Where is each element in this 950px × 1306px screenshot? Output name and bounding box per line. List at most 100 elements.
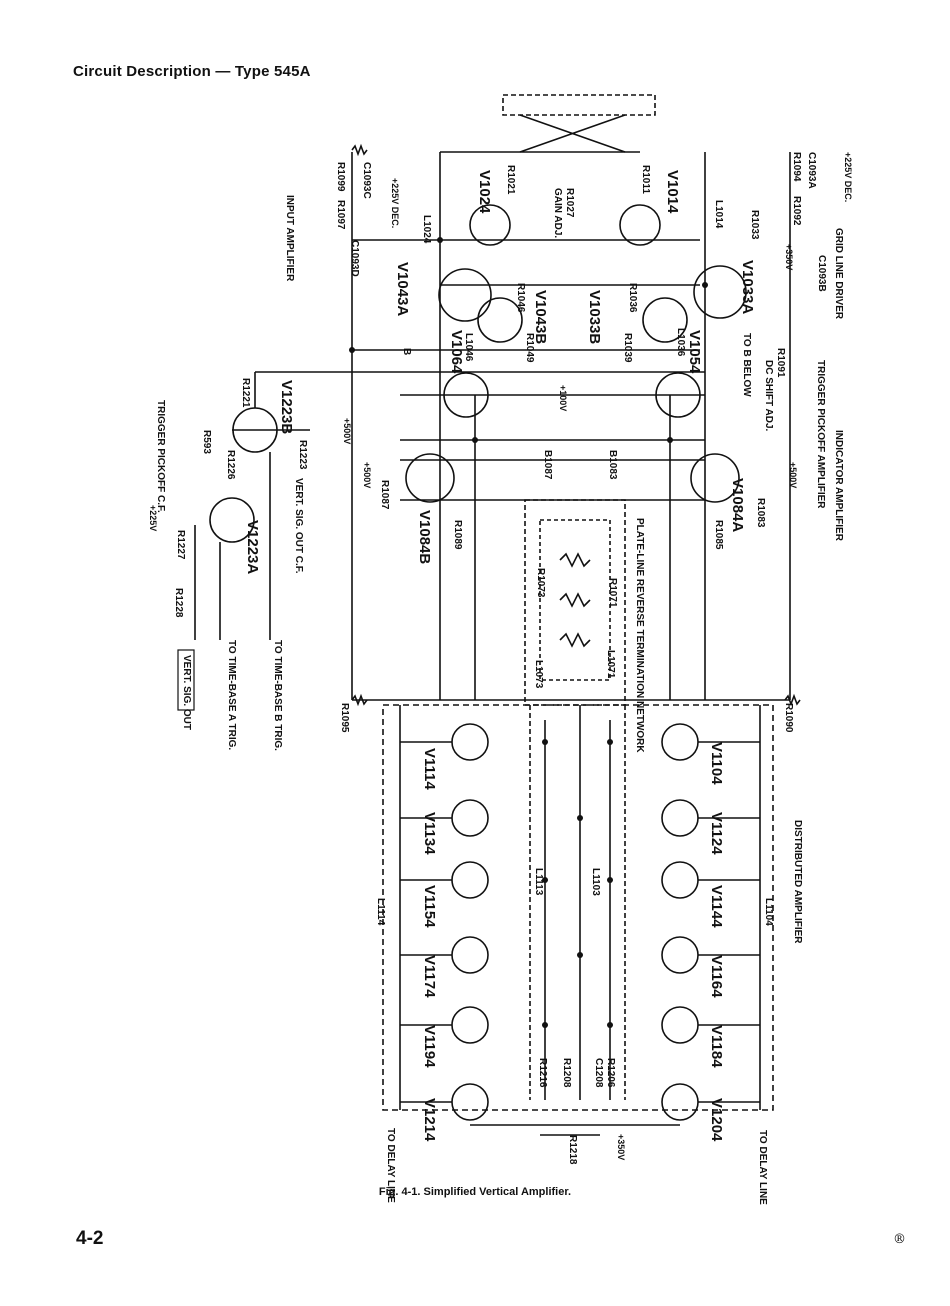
- figure-caption: Fig. 4-1. Simplified Vertical Amplifier.: [378, 1186, 572, 1198]
- tube-v1024: V1024: [476, 170, 493, 214]
- output-to-time-base-a: TO TIME-BASE A TRIG.: [226, 640, 237, 750]
- label-dc-shift-adj: DC SHIFT ADJ.: [763, 360, 774, 432]
- tube-v1223b: V1223B: [278, 380, 295, 434]
- distributed-amplifier-frame: [382, 704, 774, 1111]
- label-r1090: R1090: [783, 703, 794, 733]
- output-to-delay-line-right: TO DELAY LINE: [757, 1130, 768, 1205]
- output-vert-sig-out: VERT. SIG. OUT: [181, 655, 192, 730]
- label-l1071: L1071: [605, 650, 616, 679]
- label-grid-line-driver: GRID LINE DRIVER: [833, 228, 844, 320]
- tube-v1114: V1114: [421, 748, 438, 790]
- tube-v1033a: V1033A: [739, 260, 756, 314]
- label-r1033: R1033: [749, 210, 760, 240]
- label-r1221: R1221: [240, 378, 251, 408]
- label-plus350-bottom: +350V: [616, 1134, 626, 1160]
- tube-v1104: V1104: [708, 742, 725, 785]
- tube-v1014: V1014: [664, 170, 681, 214]
- label-r1228: R1228: [173, 588, 184, 618]
- label-input-amplifier: INPUT AMPLIFIER: [284, 195, 295, 282]
- label-l1024: L1024: [421, 215, 432, 244]
- tube-v1164: V1164: [708, 955, 725, 998]
- tube-v1174: V1174: [421, 955, 438, 998]
- label-r1046: R1046: [515, 283, 526, 313]
- label-r1087: R1087: [379, 480, 390, 510]
- label-r1021: R1021: [505, 165, 516, 195]
- label-l1073: L1073: [533, 660, 544, 689]
- label-r593: R593: [201, 430, 212, 454]
- label-b1087: B1087: [542, 450, 553, 480]
- label-plus225: +225V: [148, 505, 158, 531]
- label-l1103: L1103: [590, 868, 601, 896]
- label-r1089: R1089: [452, 520, 463, 550]
- label-r1216: R1216: [537, 1058, 548, 1088]
- tube-v1043a: V1043A: [394, 262, 411, 316]
- label-r1071: R1071: [607, 578, 618, 608]
- label-trigger-pickoff-cf: TRIGGER PICKOFF C.F.: [155, 400, 166, 513]
- tube-v1194: V1194: [421, 1025, 438, 1068]
- label-r1039: R1039: [622, 333, 633, 363]
- label-l1014: L1014: [713, 200, 724, 229]
- label-c1093a: C1093A: [806, 152, 817, 189]
- label-r1208: R1208: [561, 1058, 572, 1088]
- tube-v1064: V1064: [448, 330, 465, 374]
- page-header: Circuit Description — Type 545A: [73, 63, 311, 80]
- label-r1036: R1036: [627, 283, 638, 313]
- label-r1027: R1027: [564, 188, 575, 218]
- label-r1011: R1011: [640, 165, 651, 194]
- publisher-logo: ®: [893, 1232, 906, 1247]
- label-r1206: R1206: [605, 1058, 616, 1088]
- tube-v1184: V1184: [708, 1025, 725, 1068]
- label-r1083: R1083: [755, 498, 766, 528]
- label-plus350-top: +350V: [784, 244, 794, 270]
- tube-v1124: V1124: [708, 812, 725, 855]
- label-r1227: R1227: [175, 530, 186, 560]
- label-r1099: R1099: [335, 162, 346, 192]
- label-r1091: R1091: [775, 348, 786, 378]
- label-c1093d: C1093D: [349, 240, 360, 277]
- label-plus500-c: +500V: [362, 462, 372, 488]
- label-r1223: R1223: [297, 440, 308, 470]
- label-c1093c: C1093C: [361, 162, 372, 199]
- tube-v1043b: V1043B: [532, 290, 549, 344]
- tube-v1084b: V1084B: [416, 510, 433, 564]
- label-l1113: L1113: [533, 868, 544, 896]
- label-plus100: +100V: [558, 385, 568, 411]
- label-b: B: [401, 348, 412, 355]
- label-l1104: L1104: [763, 898, 774, 926]
- label-distributed-amplifier: DISTRIBUTED AMPLIFIER: [792, 820, 803, 944]
- label-plate-line-network: PLATE-LINE REVERSE TERMINATION NETWORK: [634, 518, 645, 753]
- tube-v1223a: V1223A: [244, 520, 261, 574]
- output-to-time-base-b: TO TIME-BASE B TRIG.: [272, 640, 283, 751]
- label-plus500-a: +500V: [788, 462, 798, 488]
- label-b1083: B1083: [607, 450, 618, 480]
- tube-v1054: V1054: [686, 330, 703, 374]
- label-l1036: L1036: [675, 328, 686, 357]
- label-r1094: R1094: [791, 152, 802, 182]
- label-l1114: L1114: [375, 898, 386, 926]
- label-plus225-dec-top: +225V DEC.: [843, 152, 853, 202]
- label-r1085: R1085: [713, 520, 724, 550]
- label-plus225-dec-bottom: +225V DEC.: [390, 178, 400, 228]
- label-plus500-b: +500V: [342, 418, 352, 444]
- label-c1093b: C1093B: [816, 255, 827, 292]
- tube-v1134: V1134: [421, 812, 438, 855]
- label-vert-sig-out-cf: VERT. SIG. OUT C.F.: [293, 478, 304, 574]
- label-to-b-below: TO B BELOW: [741, 333, 752, 397]
- label-r1092: R1092: [791, 196, 802, 226]
- label-r1095: R1095: [339, 703, 350, 733]
- label-indicator-amplifier: INDICATOR AMPLIFIER: [833, 430, 844, 542]
- label-c1208: C1208: [593, 1058, 604, 1088]
- label-r1226: R1226: [225, 450, 236, 480]
- label-gain-adj: GAIN ADJ.: [552, 188, 563, 238]
- tube-v1154: V1154: [421, 885, 438, 928]
- label-trigger-pickoff-amplifier: TRIGGER PICKOFF AMPLIFIER: [815, 360, 826, 509]
- tube-v1144: V1144: [708, 885, 725, 928]
- label-r1218: R1218: [567, 1135, 578, 1165]
- label-l1046: L1046: [463, 333, 474, 362]
- connector-box: [502, 94, 656, 116]
- label-r1049: R1049: [524, 333, 535, 363]
- tube-v1204: V1204: [708, 1098, 725, 1142]
- tube-v1033b: V1033B: [586, 290, 603, 344]
- label-r1073: R1073: [535, 568, 546, 598]
